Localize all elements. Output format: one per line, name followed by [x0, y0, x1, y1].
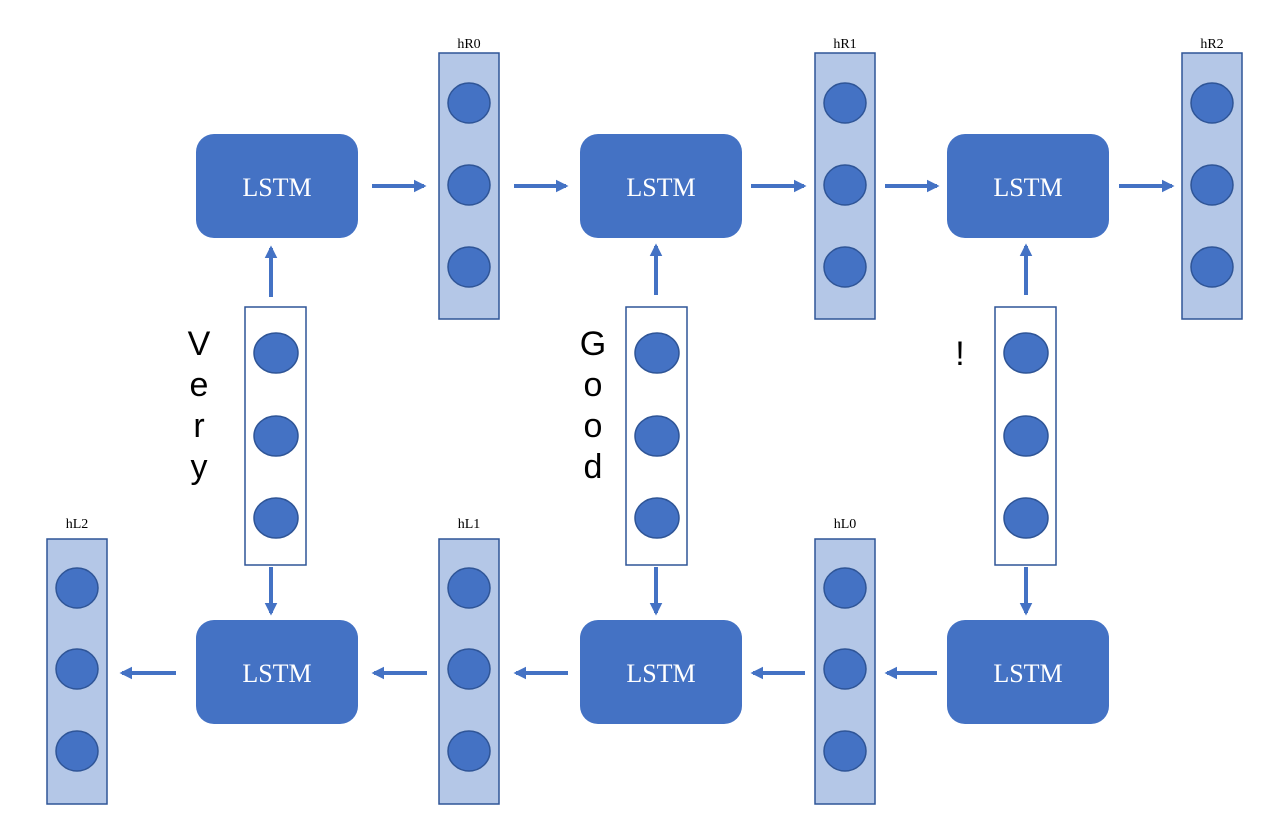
node [55, 648, 99, 690]
node [447, 567, 491, 609]
node [55, 567, 99, 609]
node [823, 730, 867, 772]
word-character: G [580, 325, 606, 363]
node [823, 246, 867, 288]
hidden-state-hL0: hL0 [814, 517, 876, 805]
node [447, 730, 491, 772]
node [634, 415, 680, 457]
node [1190, 82, 1234, 124]
node [447, 648, 491, 690]
lstm-label: LSTM [626, 173, 695, 202]
word-character: y [191, 448, 208, 486]
input-embedding-good [625, 306, 688, 566]
forward-lstm-1: LSTM [580, 134, 742, 238]
lstm-label: LSTM [242, 173, 311, 202]
node [55, 730, 99, 772]
node [634, 497, 680, 539]
lstm-label: LSTM [993, 659, 1062, 688]
node [253, 415, 299, 457]
backward-lstm-0: LSTM [947, 620, 1109, 724]
state-label: hL0 [834, 517, 857, 532]
forward-lstm-2: LSTM [947, 134, 1109, 238]
state-label: hR0 [457, 37, 480, 52]
input-embedding-very [244, 306, 307, 566]
node [253, 332, 299, 374]
node [1003, 497, 1049, 539]
word-character: d [584, 448, 603, 486]
node [1190, 164, 1234, 206]
node [823, 164, 867, 206]
node [447, 82, 491, 124]
lstm-label: LSTM [242, 659, 311, 688]
word-character: ! [955, 335, 964, 373]
state-label: hR1 [833, 37, 856, 52]
node [1003, 332, 1049, 374]
hidden-state-hL2: hL2 [46, 517, 108, 805]
node [447, 246, 491, 288]
backward-lstm-2: LSTM [196, 620, 358, 724]
node [253, 497, 299, 539]
node [823, 648, 867, 690]
word-character: o [584, 407, 603, 445]
lstm-label: LSTM [626, 659, 695, 688]
state-label: hL1 [458, 517, 481, 532]
state-label: hR2 [1200, 37, 1223, 52]
node [823, 567, 867, 609]
word-character: r [193, 407, 204, 445]
word-character: V [188, 325, 211, 363]
forward-lstm-0: LSTM [196, 134, 358, 238]
hidden-state-hR1: hR1 [814, 37, 876, 320]
node [1190, 246, 1234, 288]
node [634, 332, 680, 374]
hidden-state-hL1: hL1 [438, 517, 500, 805]
hidden-state-hR2: hR2 [1181, 37, 1243, 320]
node [823, 82, 867, 124]
backward-lstm-1: LSTM [580, 620, 742, 724]
arrows [119, 179, 1175, 680]
node [447, 164, 491, 206]
word-character: o [584, 366, 603, 404]
lstm-label: LSTM [993, 173, 1062, 202]
node [1003, 415, 1049, 457]
word-exclamation: ! [955, 335, 964, 373]
hidden-state-hR0: hR0 [438, 37, 500, 320]
state-label: hL2 [66, 517, 89, 532]
word-character: e [190, 366, 209, 404]
input-embedding-exclamation [994, 306, 1057, 566]
